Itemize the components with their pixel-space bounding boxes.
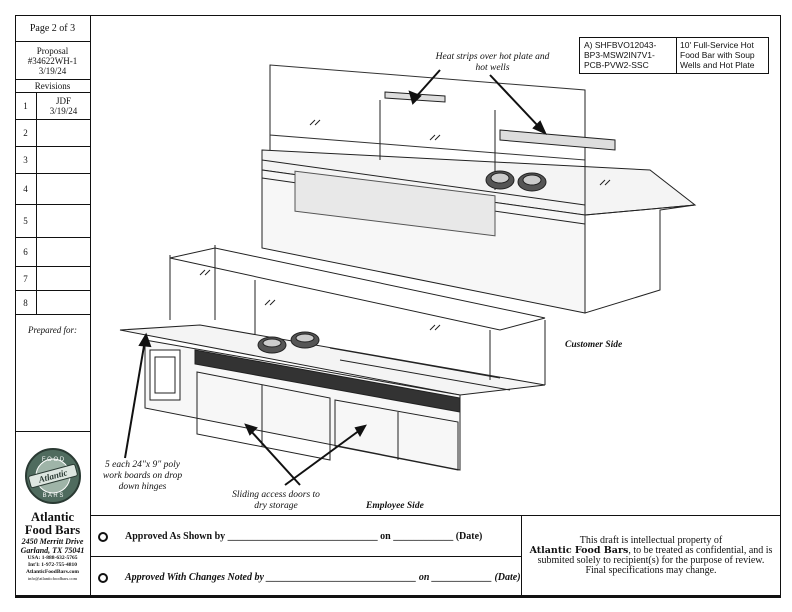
- title-block-sidebar: Page 2 of 3 Proposal #34622WH-1 3/19/24 …: [15, 15, 91, 598]
- label-customer-side: Customer Side: [565, 340, 623, 350]
- proposal-label: Proposal: [36, 46, 69, 56]
- revision-row: 4: [15, 174, 90, 205]
- revision-entry: [37, 291, 90, 314]
- approval-as-shown-label: Approved As Shown by ___________________…: [125, 531, 483, 542]
- prepared-for: Prepared for:: [15, 315, 90, 432]
- phone-usa: USA: 1-888-632-5765: [27, 555, 78, 561]
- revision-number: 2: [15, 120, 37, 146]
- atlantic-logo: F O O D B A R S Atlantic: [24, 448, 81, 504]
- note-heat-strips: Heat strips over hot plate and hot wells: [435, 52, 550, 73]
- revision-entry: [37, 174, 90, 204]
- disclaimer-line: submited solely to recipient(s) for the …: [537, 555, 765, 566]
- disclaimer-line: This draft is intellectual property of: [579, 535, 723, 546]
- revision-date: 3/19/24: [49, 106, 78, 116]
- radio-circle-icon[interactable]: [98, 531, 108, 542]
- disclaimer-line: Final specifications may change.: [585, 565, 717, 576]
- callout-arrows: [124, 69, 548, 486]
- svg-text:B A R S: B A R S: [42, 493, 63, 499]
- spec-box: A) SHFBVO12043-BP3-MSW2IN7V1-PCB-PVW2-SS…: [579, 37, 769, 74]
- revision-by: JDF: [55, 96, 71, 106]
- label-employee-side: Employee Side: [366, 501, 424, 511]
- page-frame: [15, 15, 781, 598]
- revision-number: 5: [15, 205, 37, 237]
- disclaimer-line: , to be treated as confidential, and is: [628, 545, 773, 556]
- website: AtlanticFoodBars.com: [25, 569, 79, 575]
- disclaimer: This draft is intellectual property of A…: [522, 515, 780, 598]
- proposal-info: Proposal #34622WH-1 3/19/24: [15, 42, 90, 80]
- revision-row: 5: [15, 205, 90, 238]
- company-name: Atlantic: [30, 510, 75, 524]
- revision-entry: [37, 120, 90, 146]
- revision-entry: [37, 147, 90, 173]
- note-sliding-doors: Sliding access doors to dry storage: [232, 490, 320, 511]
- revision-entry: [37, 205, 90, 237]
- employee-side-unit: [119, 245, 546, 471]
- spec-model: A) SHFBVO12043-BP3-MSW2IN7V1-PCB-PVW2-SS…: [584, 40, 657, 70]
- approval-with-changes[interactable]: Approved With Changes Noted by _________…: [90, 557, 522, 598]
- revision-number: 6: [15, 238, 37, 266]
- revision-row: 2: [15, 120, 90, 147]
- revisions-header: Revisions: [15, 80, 90, 93]
- revision-number: 1: [15, 93, 37, 119]
- revision-number: 7: [15, 267, 37, 290]
- email: info@atlanticfoodbars.com: [27, 576, 78, 581]
- approval-as-shown[interactable]: Approved As Shown by ___________________…: [90, 516, 522, 557]
- company-block: F O O D B A R S Atlantic Atlantic Food B…: [15, 432, 90, 598]
- revision-entry: [37, 238, 90, 266]
- radio-circle-icon[interactable]: [98, 572, 108, 583]
- company-name-2: Food Bars: [24, 523, 81, 537]
- disclaimer-brand: Atlantic Food Bars: [529, 545, 629, 556]
- company-city: Garland, TX 75041: [20, 546, 85, 555]
- page-number: Page 2 of 3: [15, 15, 90, 42]
- revision-entry: [37, 267, 90, 290]
- approval-block: Approved As Shown by ___________________…: [90, 515, 522, 598]
- revision-number: 3: [15, 147, 37, 173]
- phone-intl: Int'l: 1-972-755-4810: [27, 562, 78, 568]
- food-bar-drawing: [119, 64, 697, 486]
- note-work-boards: 5 each 24"x 9" poly work boards on drop …: [102, 460, 183, 492]
- revision-row: 7: [15, 267, 90, 291]
- customer-side-unit: [261, 64, 697, 314]
- proposal-date: 3/19/24: [38, 66, 67, 76]
- revision-row: 6: [15, 238, 90, 267]
- company-street: 2450 Merritt Drive: [21, 537, 84, 546]
- svg-text:F O O D: F O O D: [41, 457, 64, 463]
- revision-number: 4: [15, 174, 37, 204]
- revision-row: 3: [15, 147, 90, 174]
- proposal-number: #34622WH-1: [27, 56, 78, 66]
- revision-number: 8: [15, 291, 37, 314]
- approval-with-changes-label: Approved With Changes Noted by _________…: [125, 572, 521, 583]
- spec-description: 10' Full-Service Hot Food Bar with Soup …: [680, 40, 755, 70]
- revision-row: 8: [15, 291, 90, 315]
